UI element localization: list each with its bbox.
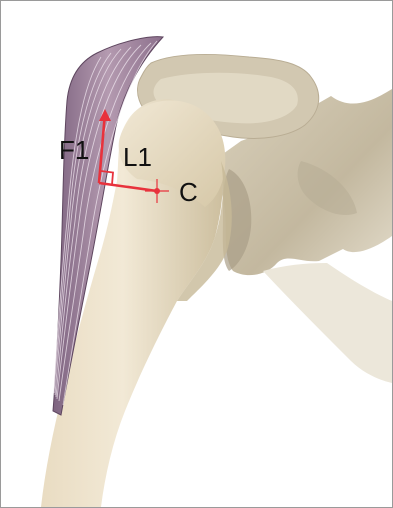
center-point	[154, 188, 160, 194]
label-f1: F1	[59, 135, 89, 165]
label-c: C	[179, 177, 198, 207]
scapula-lower	[263, 263, 392, 383]
label-l1: L1	[123, 142, 152, 172]
